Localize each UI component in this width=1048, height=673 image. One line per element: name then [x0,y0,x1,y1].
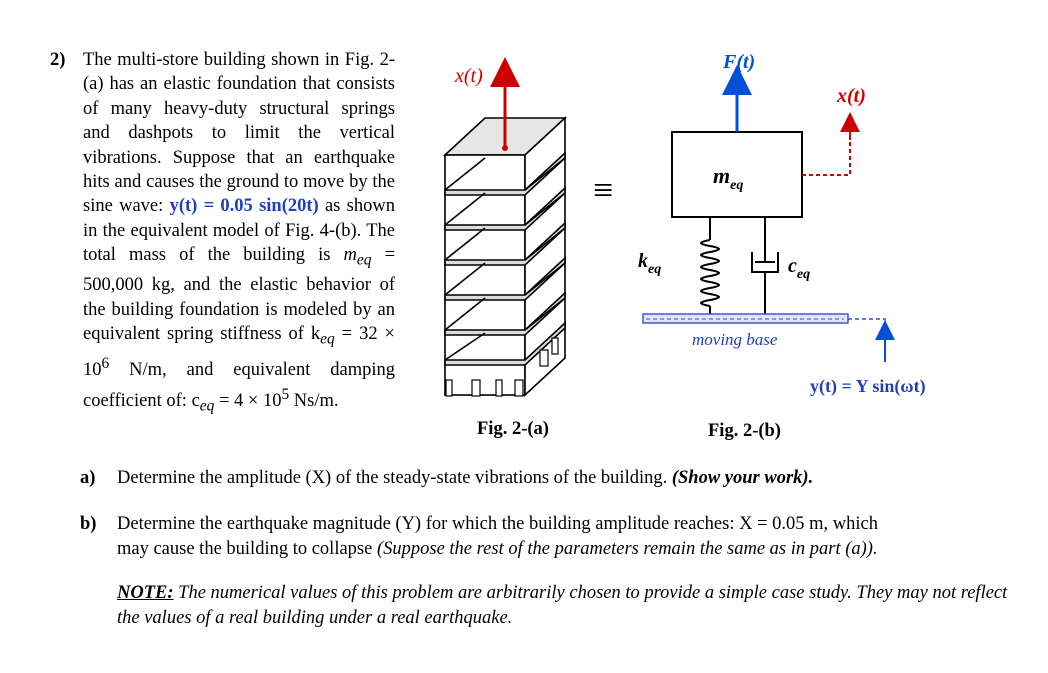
problem-line: the equivalent model of Fig. 4-(b). [102,220,362,241]
mass-displacement-label: x(t) [836,85,866,107]
problem-line: The total mass of the building is [83,220,396,266]
base-displacement-line [848,318,886,345]
problem-line: is modeled by an equivalent spring [83,299,395,345]
ground-motion-equation: y(t) = 0.05 sin(20t) [169,196,319,217]
mass-label: meq [713,163,743,193]
question-b-emphasis: (Suppose the rest of the parameters rema… [376,538,878,559]
question-b-label: b) [80,514,97,534]
building-drawing [442,116,568,397]
question-a: a) Determine the amplitude (X) of the st… [80,466,1010,491]
caption-fig-2b: Fig. 2-(b) [708,421,781,441]
note: NOTE: The numerical values of this probl… [117,581,1017,630]
question-a-text: Determine the amplitude (X) of the stead… [117,468,672,488]
question-b: b) Determine the earthquake magnitude (Y… [80,512,1010,561]
damping-statement: of: ceq = 4 × 105 Ns/m. [166,385,339,415]
force-label: F(t) [722,51,755,73]
question-a-label: a) [80,468,96,488]
equivalence-sign: ≡ [593,170,613,210]
caption-fig-2a: Fig. 2-(a) [477,419,549,439]
damper [751,217,779,314]
problem-line: The multi-store building shown in [83,50,340,70]
problem-line: ground to move by the sine wave: [83,172,396,217]
problem-number: 2) [50,50,66,70]
note-heading: NOTE: [117,583,174,603]
problem-line: as shown in [83,196,395,241]
problem-line: limit the vertical vibrations. Suppose [83,123,395,168]
question-a-emphasis: (Show your work). [671,468,814,488]
problem-line: that consists of many heavy-duty [83,74,395,119]
mass-displacement-line [802,122,851,176]
stiffness-statement: stiffness of keq = 32 × 106 N/m, [83,324,395,381]
problem-paragraph: 2) The multi-store building shown in Fig… [50,48,395,419]
note-text: The numerical values of this problem are… [117,583,1008,628]
problem-line: Fig. 2-(a) has an elastic foundation [83,50,396,95]
base-motion-equation: y(t) = Y sin(ωt) [810,376,926,397]
problem-line: and equivalent damping coefficient [83,360,396,411]
mass-statement: meq = 500,000 kg, and the elastic [83,245,396,296]
moving-base-label: moving base [692,330,778,349]
spring [700,217,720,314]
problem-line: that an earthquake hits and causes the [83,147,395,193]
building-displacement-label: x(t) [454,65,483,87]
problem-body: The multi-store building shown in Fig. 2… [83,48,395,419]
problem-line: structural springs and dashpots to [83,98,395,144]
mass-block [671,131,803,218]
question-b-text: Determine the earthquake magnitude (Y) f… [117,514,878,534]
figure-diagram: x(t) ≡ meq F(t) x(t) keq ceq moving base… [442,51,926,397]
damper-label: ceq [788,255,810,282]
problem-line: behavior of the building foundation [83,275,395,320]
spring-label: keq [638,250,661,277]
question-b-text-line2: may cause the building to collapse [117,538,377,559]
building-displacement-point [502,145,508,151]
